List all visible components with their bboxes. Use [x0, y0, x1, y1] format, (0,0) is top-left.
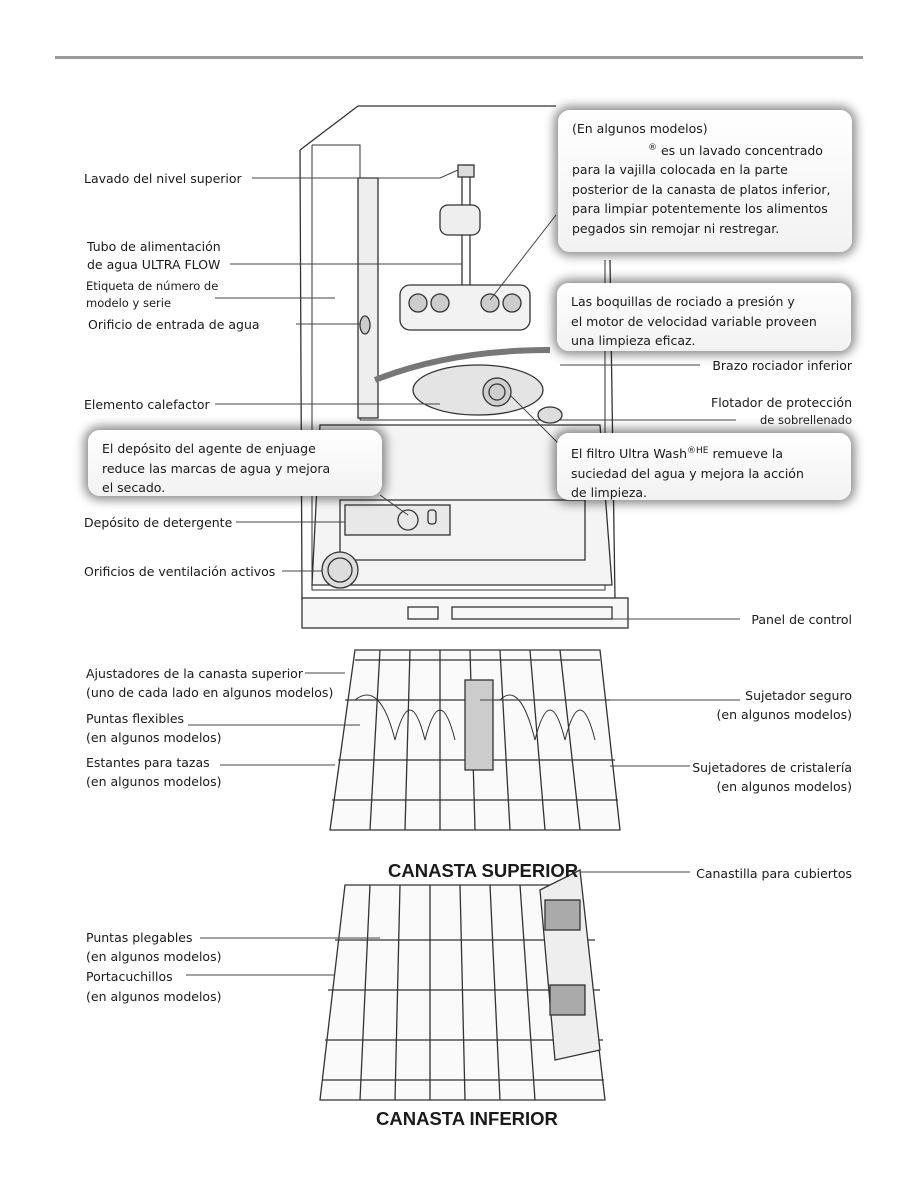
callout-filtro-line1-sup: ®HE [687, 446, 709, 456]
label-flotador-2: de sobrellenado [759, 413, 852, 427]
callout-ultra-line2-text: es un lavado concentrado [660, 142, 823, 158]
callout-boquillas-line1: Las boquillas de rociado a presión y [571, 294, 795, 309]
title-canasta-inferior: CANASTA INFERIOR [376, 1108, 558, 1129]
label-elemento-calefactor: Elemento calefactor [84, 397, 210, 412]
callout-ultra-line4: posterior de la canasta de platos inferi… [572, 181, 831, 197]
label-tubo-alimentacion-1: Tubo de alimentación [87, 239, 221, 254]
label-portacuchillos-1: Portacuchillos [86, 969, 173, 984]
label-cristaleria-1: Sujetadores de cristalería [692, 760, 852, 775]
callout-ultra-line3: para la vajilla colocada en la parte [572, 162, 788, 178]
callout-boquillas-line2: el motor de velocidad variable proveen [571, 313, 817, 329]
callout-ultra-wash: (En algunos modelos) ® es un lavado conc… [558, 110, 852, 252]
header-rule [55, 56, 863, 59]
label-cristaleria-2: (en algunos modelos) [716, 779, 852, 794]
label-ajustadores-2: (uno de cada lado en algunos modelos) [86, 685, 334, 700]
label-panel-control: Panel de control [751, 612, 852, 627]
callout-filtro-line1-a: El filtro Ultra Wash [571, 446, 688, 462]
label-puntas-plegables-2: (en algunos modelos) [86, 949, 222, 964]
label-etiqueta-modelo-2: modelo y serie [86, 296, 172, 310]
callout-filtro-line3: de limpieza. [571, 485, 648, 501]
label-etiqueta-modelo-1: Etiqueta de número de [86, 279, 219, 293]
callout-boquillas: Las boquillas de rociado a presión y el … [557, 283, 851, 351]
label-portacuchillos-2: (en algunos modelos) [86, 989, 222, 1004]
label-brazo-rociador: Brazo rociador inferior [712, 358, 852, 373]
label-deposito-detergente: Depósito de detergente [84, 515, 233, 530]
callout-filtro-line2: suciedad del agua y mejora la acción [571, 465, 804, 481]
registered-mark: ® [648, 142, 657, 153]
callout-ultra-line5: para limpiar potentemente los alimentos [572, 201, 828, 217]
callout-filtro-line1-b: remueve la [708, 446, 784, 462]
label-estantes-tazas-1: Estantes para tazas [86, 755, 210, 770]
callout-enjuague-line2: reduce las marcas de agua y mejora [102, 460, 331, 476]
label-puntas-flexibles-2: (en algunos modelos) [86, 730, 222, 745]
callout-enjuague: El depósito del agente de enjuage reduce… [88, 430, 382, 496]
label-canastilla-cubiertos: Canastilla para cubiertos [696, 866, 852, 881]
label-puntas-flexibles-1: Puntas flexibles [86, 711, 185, 726]
callout-ultra-line1: (En algunos modelos) [572, 121, 708, 136]
callout-ultra-line2: ® es un lavado concentrado [572, 139, 838, 161]
callout-enjuague-line3: el secado. [102, 480, 166, 495]
label-ajustadores-1: Ajustadores de la canasta superior [86, 666, 303, 681]
title-canasta-superior: CANASTA SUPERIOR [388, 860, 579, 881]
label-orificios-ventilacion: Orificios de ventilación activos [84, 564, 276, 579]
callout-boquillas-line3: una limpieza eficaz. [571, 333, 696, 348]
label-flotador-1: Flotador de protección [711, 395, 852, 410]
label-tubo-alimentacion-2: de agua ULTRA FLOW [87, 257, 221, 272]
label-sujetador-seguro-1: Sujetador seguro [745, 688, 852, 703]
label-estantes-tazas-2: (en algunos modelos) [86, 774, 222, 789]
callout-ultra-line6: pegados sin remojar ni restregar. [572, 220, 780, 236]
label-orificio-entrada-agua: Orificio de entrada de agua [88, 317, 260, 332]
label-lavado-nivel-superior: Lavado del nivel superior [84, 171, 242, 186]
callout-filtro-line1: El filtro Ultra Wash®HE remueve la [571, 442, 837, 464]
label-puntas-plegables-1: Puntas plegables [86, 930, 193, 945]
callout-filtro: El filtro Ultra Wash®HE remueve la sucie… [557, 433, 851, 500]
callout-enjuague-line1: El depósito del agente de enjuage [102, 441, 316, 456]
label-sujetador-seguro-2: (en algunos modelos) [716, 707, 852, 722]
